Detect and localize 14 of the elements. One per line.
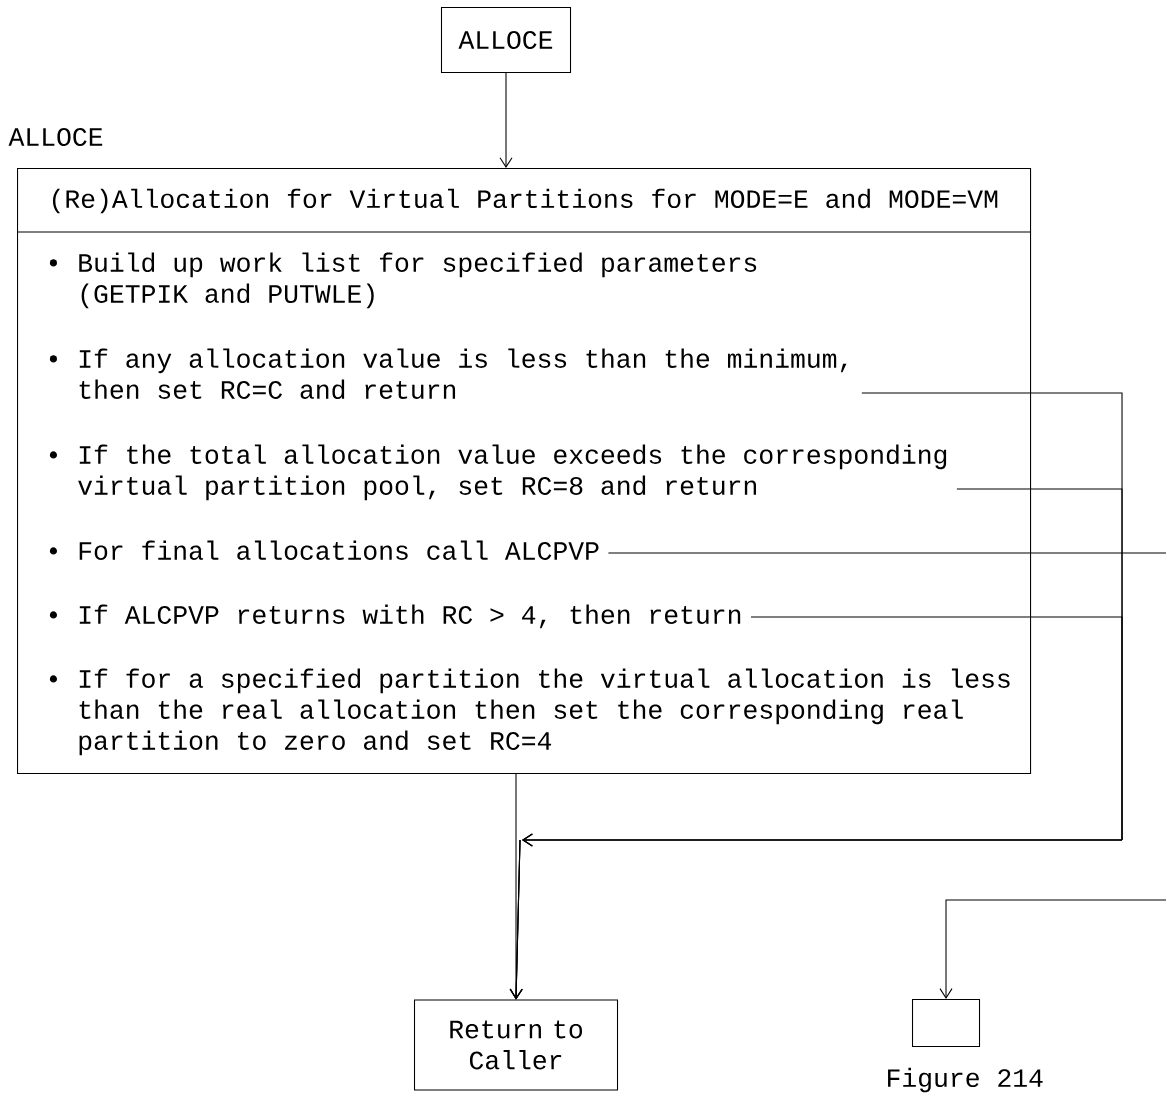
arrow <box>607 552 1166 999</box>
connector-box <box>912 998 981 1048</box>
bullet-item: • If any allocation value is less than the minimum, then set RC=C and return <box>49 348 847 399</box>
process-box: ALLOCE <box>440 6 572 74</box>
bullet-item: • If the total allocation value exceeds the corresponding virtual partition pool, set RC=8 and return <box>49 444 947 501</box>
bullet-item: • If for a specified partition the virtual allocation is less than the real allocation then set the corresponding real partition to zero and set RC=4 <box>49 668 1010 756</box>
bullet-item: • If ALCPVP returns with RC > 4, then return <box>49 604 741 629</box>
bullet-item: • For final allocations call ALCPVP <box>49 540 599 560</box>
bullet-item: • Build up work list for specified parameters (GETPIK and PUTWLE) <box>49 252 757 309</box>
arrow <box>509 616 1123 1000</box>
box-label: ALLOCE <box>8 128 103 146</box>
arrow <box>499 72 513 168</box>
terminal-box: Return to Caller <box>413 999 619 1091</box>
figure-reference: Figure 214 <box>888 1067 1043 1093</box>
